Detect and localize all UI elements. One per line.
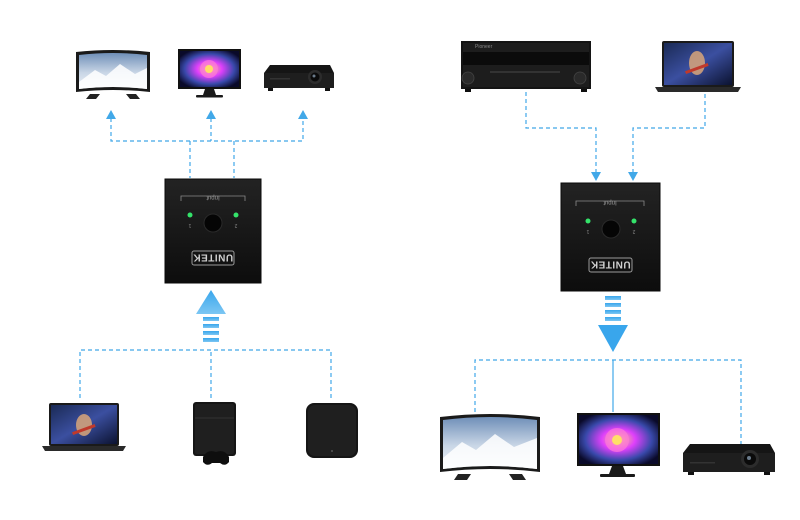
arrow-stripe [203, 324, 219, 328]
tv-curved-icon [440, 414, 540, 480]
switch-button [203, 213, 223, 233]
port-2-led [233, 212, 239, 218]
arrowhead-down [628, 172, 638, 181]
switch-port-1-label: 1 [586, 228, 589, 234]
arrowhead-up [206, 110, 216, 119]
right-input-connectors [525, 92, 706, 174]
port-1-led [187, 212, 193, 218]
arrow-stripe [203, 331, 219, 335]
arrow-stripe [203, 317, 219, 321]
game-console-icon [193, 402, 236, 465]
switch-port-2-label: 2 [632, 228, 635, 234]
tv-box-icon [306, 403, 358, 458]
switch-brand-label: UNITEK [590, 259, 631, 270]
arrow-stripe [203, 338, 219, 342]
player-brand-label: Pioneer [475, 44, 493, 50]
left-big-arrow-up [196, 290, 226, 342]
laptop-icon [42, 403, 126, 451]
right-output-connectors [474, 359, 742, 444]
laptop-icon [655, 41, 741, 92]
input-bracket [180, 195, 246, 201]
brand-plate [588, 257, 633, 273]
projector-icon [264, 65, 334, 91]
left-output-bus-line [110, 118, 304, 142]
port-2-led [631, 218, 637, 224]
left-output-connectors [110, 118, 304, 178]
left-output-arrowheads [106, 110, 308, 119]
right-input-line-2 [632, 94, 706, 174]
right-output-bus-line [474, 359, 742, 444]
monitor-icon [178, 49, 241, 98]
arrow-stripe [605, 303, 621, 307]
switch-button [601, 219, 621, 239]
arrowhead-up [298, 110, 308, 119]
big-arrowhead-up [196, 290, 226, 314]
big-arrowhead-down [598, 325, 628, 352]
bluray-player-icon: Pioneer [461, 41, 591, 92]
switch-port-2-label: 2 [234, 222, 237, 228]
left-switch-box-icon: Input 1 2 UNITEK [164, 178, 262, 284]
input-bracket [575, 200, 645, 206]
right-input-arrowheads [591, 172, 638, 181]
arrowhead-down [591, 172, 601, 181]
right-big-arrow-down [598, 296, 628, 352]
switch-brand-label: UNITEK [193, 252, 234, 263]
arrow-stripe [605, 317, 621, 321]
tv-curved-icon [76, 50, 150, 99]
port-1-led [585, 218, 591, 224]
brand-plate [191, 250, 235, 266]
left-input-bus-line [79, 349, 332, 398]
switch-port-label: Input [603, 199, 617, 205]
switch-port-label: Input [206, 194, 220, 200]
monitor-icon [577, 413, 660, 477]
switch-port-1-label: 1 [188, 222, 191, 228]
arrow-stripe [605, 310, 621, 314]
right-input-line-1 [525, 92, 597, 174]
projector-icon [683, 444, 775, 475]
left-input-connectors [79, 349, 332, 398]
arrowhead-up [106, 110, 116, 119]
arrow-stripe [605, 296, 621, 300]
right-switch-box-icon: Input 1 2 UNITEK [560, 182, 661, 292]
